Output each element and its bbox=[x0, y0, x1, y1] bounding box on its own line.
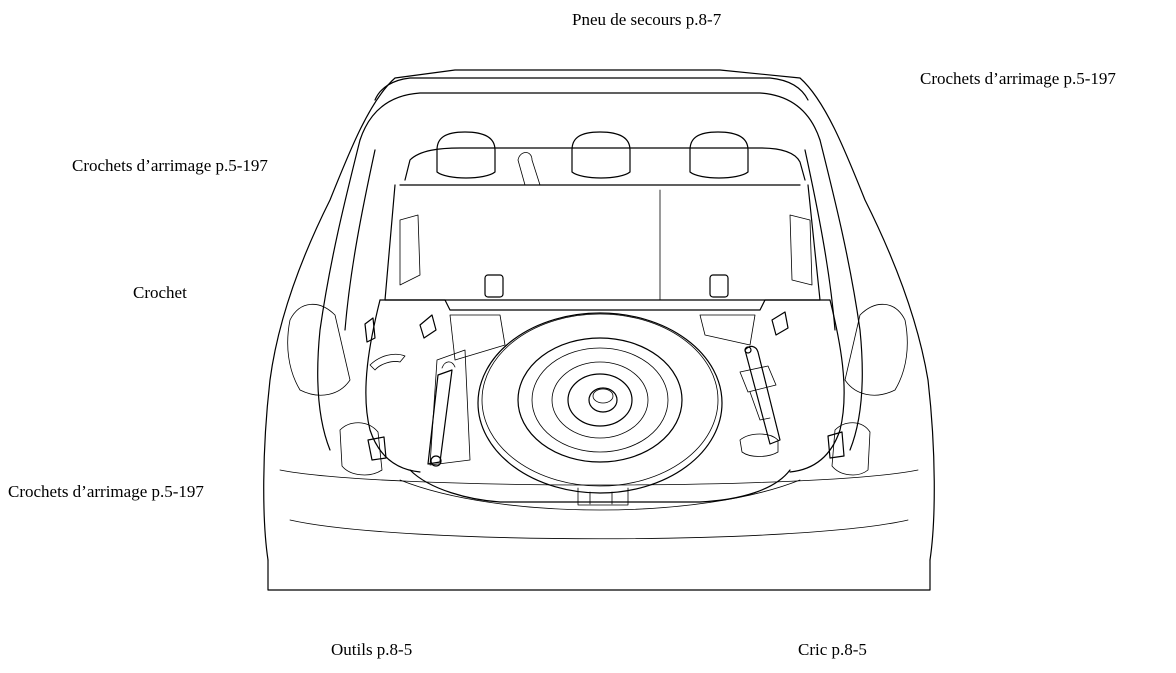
label-spare-tire: Pneu de secours p.8-7 bbox=[572, 10, 722, 29]
tie-down-upper-left-icon bbox=[419, 314, 437, 339]
rear-seats bbox=[384, 131, 821, 301]
tie-down-lower-right-icon bbox=[827, 431, 845, 459]
label-tie-down-lower-left: Crochets d’arrimage p.5-197 bbox=[8, 482, 204, 501]
leader-tie-down-right-a bbox=[780, 98, 978, 326]
cargo-floor bbox=[365, 299, 845, 511]
leader-tie-down-lower-left bbox=[220, 447, 375, 478]
tools bbox=[427, 361, 456, 467]
leader-tie-down-upper-left bbox=[245, 186, 425, 327]
jack bbox=[739, 345, 781, 445]
vehicle-body bbox=[263, 69, 935, 591]
label-tie-down-right: Crochets d’arrimage p.5-197 bbox=[920, 69, 1116, 88]
label-tie-down-upper-left: Crochets d’arrimage p.5-197 bbox=[72, 156, 268, 175]
leader-spare-tire bbox=[604, 44, 648, 333]
label-hook: Crochet bbox=[133, 283, 187, 302]
hook-icon bbox=[364, 317, 376, 343]
leader-hook bbox=[220, 294, 366, 330]
spare-tire bbox=[477, 312, 723, 506]
leader-jack bbox=[752, 357, 830, 632]
tie-down-hooks bbox=[364, 311, 845, 461]
label-jack: Cric p.8-5 bbox=[798, 640, 867, 659]
tie-down-lower-left-icon bbox=[367, 436, 387, 461]
leader-tools-a bbox=[378, 372, 442, 626]
leader-tie-down-right-b bbox=[836, 98, 978, 446]
tie-down-upper-right-icon bbox=[771, 311, 789, 336]
label-tools: Outils p.8-5 bbox=[331, 640, 413, 659]
